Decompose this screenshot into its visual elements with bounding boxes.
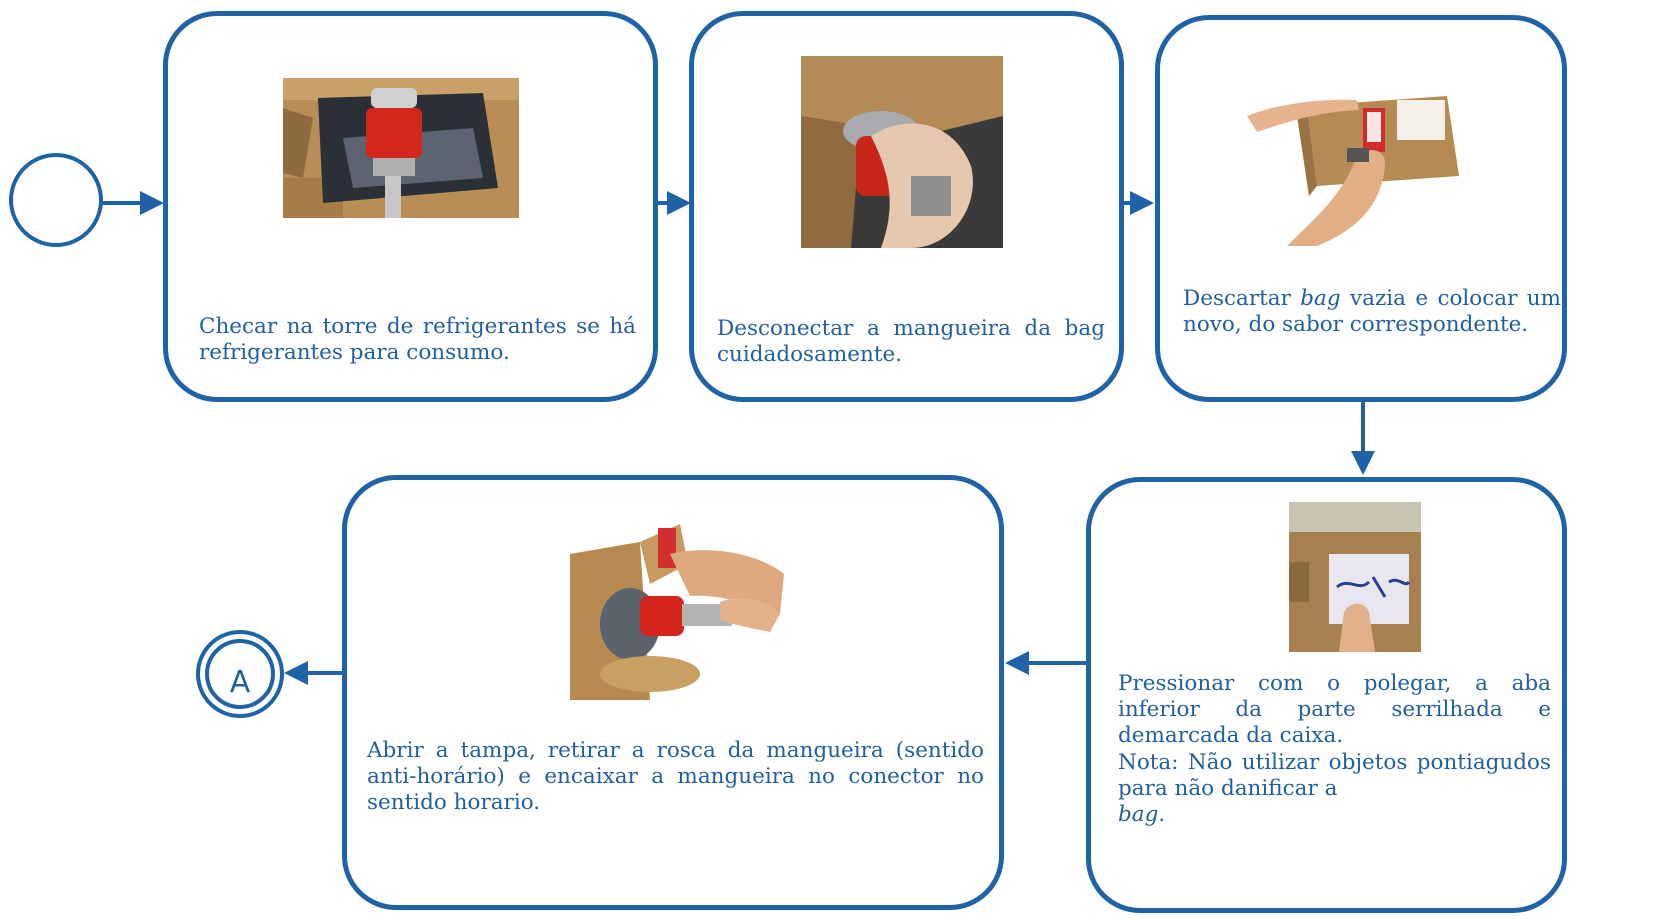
step-5-photo — [570, 524, 788, 700]
hose-disconnect-photo-icon — [801, 56, 1003, 248]
connect-hose-photo-icon — [570, 524, 788, 700]
step-4-caption: Pressionar com o polegar, a aba inferior… — [1118, 671, 1551, 828]
step-4-line-3: bag. — [1118, 802, 1551, 828]
step-1-caption: Checar na torre de refrigerantes se há r… — [199, 314, 636, 366]
step-3-text-part-3: vazia e colocar um novo, do sabor corres… — [1183, 286, 1561, 338]
step-1-photo — [283, 78, 519, 218]
replace-bag-photo-icon — [1247, 86, 1463, 246]
step-2-caption: Desconectar a mangueira da bag cuidadosa… — [717, 316, 1105, 368]
step-5-box: Abrir a tampa, retirar a rosca da mangue… — [342, 475, 1004, 910]
step-4-photo — [1289, 502, 1421, 652]
step-3-text-part-1: Descartar — [1183, 286, 1301, 311]
step-3-photo — [1247, 86, 1463, 246]
end-event-outer-circle — [196, 630, 284, 718]
step-4-italic-bag: bag. — [1118, 802, 1166, 828]
step-3-caption: Descartar bag vazia e colocar um novo, d… — [1183, 286, 1561, 338]
step-4-box: Pressionar com o polegar, a aba inferior… — [1086, 477, 1567, 913]
end-event-inner-circle — [205, 639, 275, 709]
step-4-line-1: Pressionar com o polegar, a aba inferior… — [1118, 671, 1551, 749]
step-5-caption: Abrir a tampa, retirar a rosca da mangue… — [367, 738, 984, 816]
step-2-photo — [801, 56, 1003, 248]
step-3-text-italic: bag — [1300, 286, 1341, 311]
press-tab-photo-icon — [1289, 502, 1421, 652]
step-1-box: Checar na torre de refrigerantes se há r… — [163, 11, 658, 402]
step-2-box: Desconectar a mangueira da bag cuidadosa… — [689, 11, 1124, 402]
soda-bag-connector-photo-icon — [283, 78, 519, 218]
end-event-label: A — [229, 664, 251, 700]
start-event-circle — [9, 153, 103, 247]
step-3-box: Descartar bag vazia e colocar um novo, d… — [1155, 15, 1567, 402]
step-4-line-2: Nota: Não utilizar objetos pontiagudos p… — [1118, 749, 1551, 801]
